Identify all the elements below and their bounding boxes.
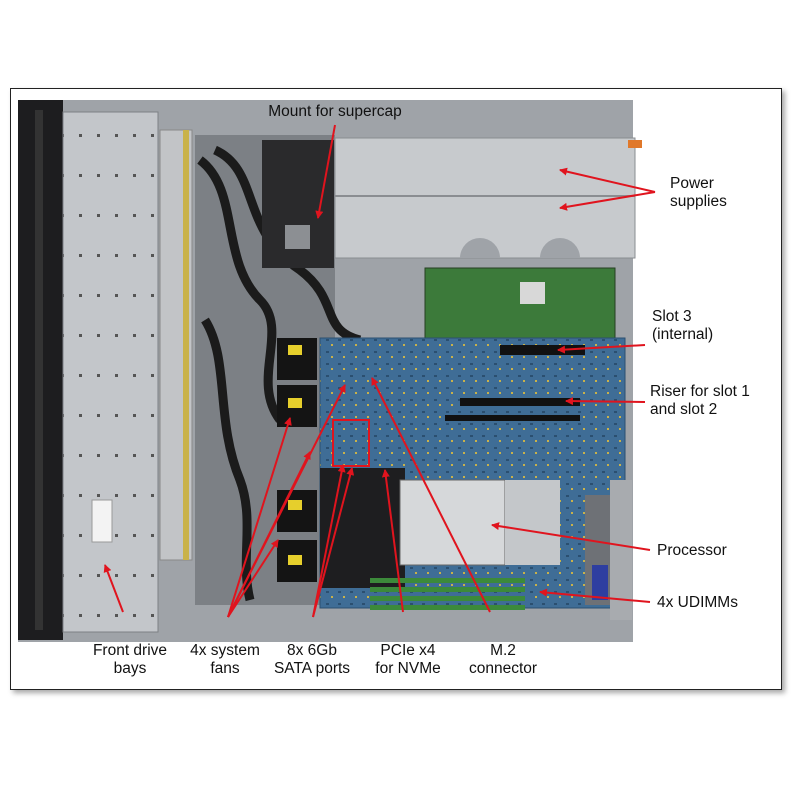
arrow-psu-2	[559, 191, 656, 211]
sata-highlight-box	[332, 419, 370, 467]
front-drive-bays	[62, 111, 159, 633]
label-front-drive-bays: Front drive bays	[92, 642, 168, 677]
udimm-slots	[370, 578, 525, 610]
arrow-fan-4	[227, 451, 311, 618]
system-fans	[277, 338, 317, 582]
arrow-processor	[491, 522, 651, 551]
arrow-drive-bays	[103, 564, 124, 613]
label-mount-supercap: Mount for supercap	[268, 103, 402, 120]
arrow-sata-2	[312, 467, 355, 618]
arrow-psu-1	[559, 167, 656, 193]
label-sata-ports: 8x 6Gb SATA ports	[273, 642, 351, 677]
label-m2: M.2 connector	[468, 642, 538, 677]
label-pcie: PCIe x4 for NVMe	[375, 642, 441, 677]
arrow-riser	[565, 397, 646, 406]
arrow-supercap	[315, 124, 336, 219]
slot3-connector	[500, 345, 585, 355]
label-processor: Processor	[657, 542, 727, 559]
label-riser: Riser for slot 1 and slot 2	[650, 383, 750, 418]
arrow-sata-1	[312, 464, 346, 618]
arrow-udimms	[539, 588, 651, 603]
label-slot3: Slot 3 (internal)	[652, 308, 714, 343]
arrow-pcie	[381, 469, 404, 613]
label-system-fans: 4x system fans	[190, 642, 260, 677]
processor-heatsink	[399, 479, 506, 566]
arrow-fan-2	[227, 539, 279, 618]
arrow-slot3	[557, 344, 646, 354]
drive-sticker	[91, 499, 113, 543]
arrow-m2	[371, 377, 491, 613]
air-duct	[320, 468, 405, 588]
label-power-supplies: Power supplies	[670, 175, 727, 210]
label-udimms: 4x UDIMMs	[657, 594, 738, 611]
arrow-fan-1	[227, 417, 292, 618]
riser-connector	[460, 398, 580, 406]
